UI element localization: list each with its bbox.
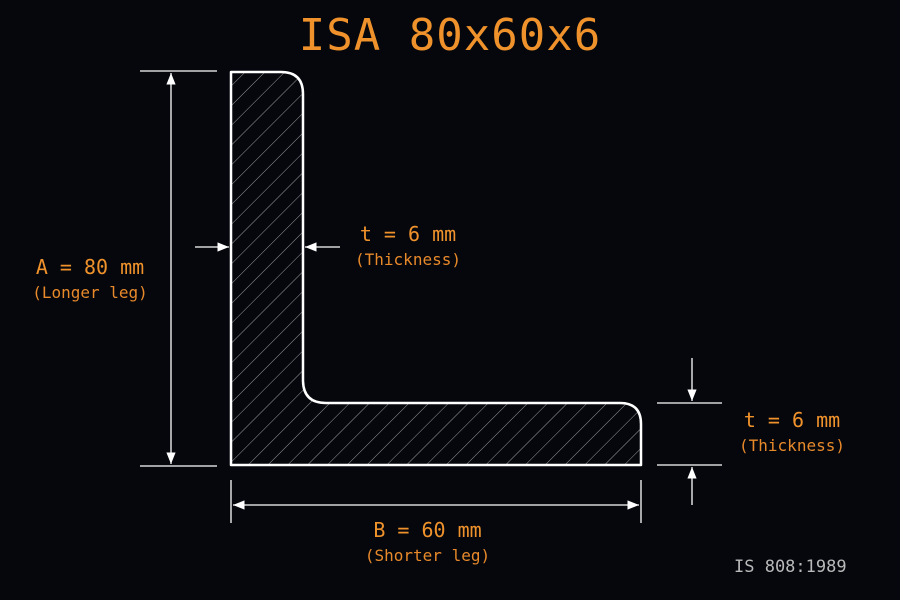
thickness-vertical-value: t = 6 mm <box>359 222 457 246</box>
label-leg-a: A = 80 mm (Longer leg) <box>20 257 160 301</box>
dimension-b <box>230 480 642 523</box>
angle-section-outline <box>229 70 643 467</box>
thickness-horizontal-note: (Thickness) <box>739 436 845 455</box>
label-thickness-horizontal: t = 6 mm (Thickness) <box>722 410 862 454</box>
dimension-thickness-horizontal <box>657 358 722 505</box>
diagram-title: ISA 80x60x6 <box>298 10 602 61</box>
dimension-a <box>140 70 217 467</box>
leg-a-note: (Longer leg) <box>32 283 148 302</box>
label-thickness-vertical: t = 6 mm (Thickness) <box>338 224 478 268</box>
leg-b-value: B = 60 mm <box>373 518 482 542</box>
standard-reference: IS 808:1989 <box>734 557 847 577</box>
leg-a-value: A = 80 mm <box>35 255 145 279</box>
leg-b-note: (Shorter leg) <box>364 546 491 565</box>
thickness-vertical-note: (Thickness) <box>355 250 461 269</box>
label-leg-b: B = 60 mm (Shorter leg) <box>340 520 515 564</box>
thickness-horizontal-value: t = 6 mm <box>743 408 841 432</box>
